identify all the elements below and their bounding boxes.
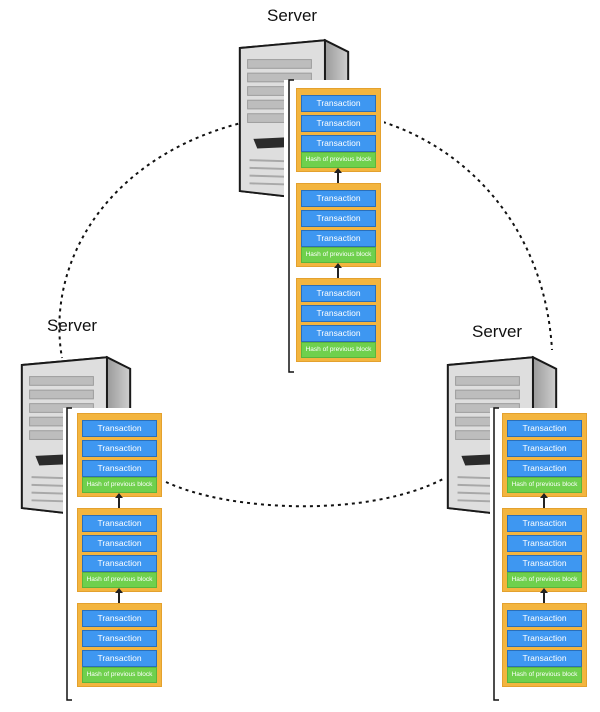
chain-link-arrow — [115, 588, 123, 603]
transaction: Transaction — [301, 305, 376, 322]
chain-link-arrow — [334, 263, 342, 278]
chain-link-arrow — [540, 588, 548, 603]
transaction: Transaction — [507, 515, 582, 532]
chain-link-arrow — [334, 168, 342, 183]
transaction: Transaction — [301, 210, 376, 227]
transaction: Transaction — [507, 630, 582, 647]
previous-block-hash: Hash of previous block — [82, 477, 157, 493]
transaction: Transaction — [507, 650, 582, 667]
transaction: Transaction — [301, 230, 376, 247]
transaction: Transaction — [507, 460, 582, 477]
ledger-bracket — [288, 79, 294, 373]
previous-block-hash: Hash of previous block — [507, 667, 582, 683]
previous-block-hash: Hash of previous block — [301, 247, 376, 263]
transaction: Transaction — [301, 190, 376, 207]
transaction: Transaction — [301, 95, 376, 112]
server-label: Server — [472, 322, 523, 341]
transaction: Transaction — [301, 325, 376, 342]
server-label: Server — [47, 316, 98, 335]
transaction: Transaction — [507, 610, 582, 627]
transaction: Transaction — [82, 535, 157, 552]
transaction: Transaction — [301, 285, 376, 302]
previous-block-hash: Hash of previous block — [507, 477, 582, 493]
transaction: Transaction — [82, 440, 157, 457]
previous-block-hash: Hash of previous block — [82, 667, 157, 683]
transaction: Transaction — [82, 420, 157, 437]
transaction: Transaction — [82, 555, 157, 572]
chain-link-arrow — [540, 493, 548, 508]
chain-link-arrow — [115, 493, 123, 508]
previous-block-hash: Hash of previous block — [82, 572, 157, 588]
transaction: Transaction — [82, 650, 157, 667]
transaction: Transaction — [507, 535, 582, 552]
previous-block-hash: Hash of previous block — [301, 342, 376, 358]
previous-block-hash: Hash of previous block — [301, 152, 376, 168]
transaction: Transaction — [82, 515, 157, 532]
transaction: Transaction — [82, 460, 157, 477]
server-label: Server — [267, 6, 318, 25]
network-link-bottom — [165, 477, 446, 508]
ledger-bracket — [493, 407, 499, 701]
transaction: Transaction — [82, 610, 157, 627]
network-link-top-right — [382, 121, 553, 351]
transaction: Transaction — [301, 115, 376, 132]
transaction: Transaction — [507, 555, 582, 572]
transaction: Transaction — [82, 630, 157, 647]
transaction: Transaction — [507, 440, 582, 457]
previous-block-hash: Hash of previous block — [507, 572, 582, 588]
transaction: Transaction — [301, 135, 376, 152]
ledger-bracket — [66, 407, 72, 701]
transaction: Transaction — [507, 420, 582, 437]
